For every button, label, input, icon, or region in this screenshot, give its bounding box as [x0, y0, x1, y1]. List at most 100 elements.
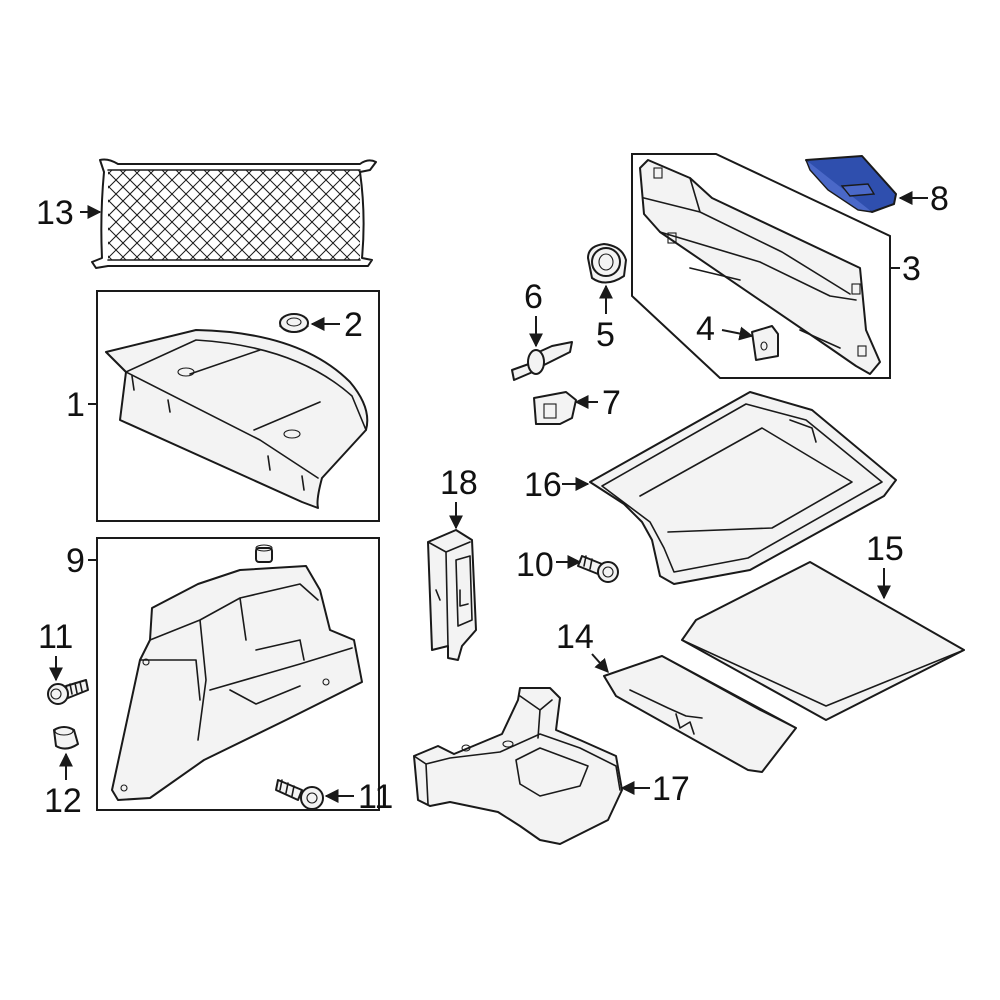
net-strand — [108, 227, 141, 260]
svg-text:11: 11 — [38, 618, 73, 656]
net-strand — [400, 170, 490, 260]
net-strand — [301, 201, 360, 260]
net-strand — [414, 170, 504, 260]
net-strand — [108, 241, 127, 260]
rear-trim-panel-part[interactable] — [639, 159, 881, 375]
clip-part-9[interactable] — [255, 544, 273, 563]
cover-part-8-highlighted[interactable] — [805, 155, 897, 213]
callout-9: 9 — [66, 542, 97, 580]
callout-8: 8 — [898, 180, 949, 218]
net-strand — [456, 170, 546, 260]
svg-text:5: 5 — [596, 316, 615, 354]
svg-text:16: 16 — [524, 466, 562, 504]
callout-13: 13 — [36, 194, 102, 232]
callout-5: 5 — [596, 284, 615, 354]
svg-text:8: 8 — [930, 180, 949, 218]
clip-part-4[interactable] — [751, 325, 779, 361]
clip-part-7[interactable] — [533, 391, 577, 425]
cargo-mat-part-16[interactable] — [589, 391, 897, 585]
net-strand — [231, 170, 323, 260]
net-strand — [315, 215, 360, 260]
net-strand — [108, 170, 127, 189]
clip-nut-part-12[interactable] — [53, 726, 79, 750]
svg-text:17: 17 — [652, 770, 690, 808]
net-strand — [259, 170, 351, 260]
svg-text:7: 7 — [602, 384, 621, 422]
svg-text:4: 4 — [696, 310, 715, 348]
net-strand — [273, 173, 360, 260]
svg-text:18: 18 — [440, 464, 478, 502]
net-strand — [372, 170, 462, 260]
svg-text:13: 13 — [36, 194, 74, 232]
callout-2: 2 — [310, 306, 363, 344]
callout-14: 14 — [556, 618, 609, 674]
net-strand — [400, 170, 490, 260]
net-strand — [329, 170, 360, 201]
callout-11-left: 11 — [38, 618, 73, 682]
callout-10: 10 — [516, 546, 582, 584]
net-strand — [147, 170, 239, 260]
callout-6: 6 — [524, 278, 543, 348]
callout-7: 7 — [574, 384, 621, 422]
callout-18: 18 — [440, 464, 478, 530]
net-strand — [428, 170, 518, 260]
net-strand — [456, 170, 546, 260]
svg-text:1: 1 — [66, 386, 85, 424]
callout-12: 12 — [44, 752, 82, 820]
cargo-net-part[interactable] — [8, 158, 546, 269]
net-strand — [414, 170, 504, 260]
net-strand — [442, 170, 532, 260]
net-strand — [108, 170, 155, 217]
net-strand — [108, 170, 197, 259]
callout-17: 17 — [620, 770, 690, 808]
net-strand — [108, 170, 141, 203]
scuff-plate-part-14[interactable] — [603, 655, 797, 773]
group-frame-9 — [96, 537, 380, 811]
bolt-part-11-bottom[interactable] — [275, 779, 324, 810]
callout-16: 16 — [524, 466, 590, 504]
svg-text:2: 2 — [344, 306, 363, 344]
svg-text:3: 3 — [902, 250, 921, 288]
callout-15: 15 — [866, 530, 904, 600]
net-strand — [357, 170, 360, 173]
bracket-part-18[interactable] — [427, 529, 477, 661]
net-strand — [245, 170, 337, 260]
grommet-part-2[interactable] — [279, 313, 309, 333]
net-mesh — [108, 170, 546, 260]
net-strand — [442, 170, 532, 260]
svg-text:11: 11 — [358, 778, 393, 816]
svg-text:14: 14 — [556, 618, 594, 656]
svg-text:15: 15 — [866, 530, 904, 568]
group-frame-1 — [96, 290, 380, 522]
net-strand — [119, 170, 211, 260]
net-strand — [203, 170, 295, 260]
package-tray-part[interactable] — [105, 329, 369, 509]
callout-3: 3 — [890, 250, 921, 288]
svg-text:9: 9 — [66, 542, 85, 580]
callout-11-bottom: 11 — [324, 778, 393, 816]
net-strand — [217, 170, 309, 260]
bolt-part-11-left[interactable] — [47, 679, 89, 705]
svg-text:10: 10 — [516, 546, 554, 584]
net-strand — [428, 170, 518, 260]
spare-tire-foam-part-17[interactable] — [413, 687, 623, 845]
net-strand — [372, 170, 462, 260]
net-strand — [343, 170, 360, 187]
net-strand — [386, 170, 476, 260]
grommet-part-5[interactable] — [587, 243, 627, 284]
callout-4: 4 — [696, 310, 754, 348]
net-strand — [189, 170, 281, 260]
net-strand — [386, 170, 476, 260]
push-pin-part-6[interactable] — [511, 341, 573, 381]
bolt-part-10[interactable] — [577, 555, 619, 583]
load-floor-part-15[interactable] — [681, 561, 965, 721]
net-strand — [133, 170, 225, 260]
net-strand — [161, 170, 253, 260]
net-strand — [175, 170, 267, 260]
net-strand — [343, 243, 360, 260]
svg-text:12: 12 — [44, 782, 82, 820]
trunk-side-trim-part[interactable] — [111, 565, 363, 801]
net-strand — [108, 170, 183, 245]
callout-1: 1 — [66, 386, 97, 424]
